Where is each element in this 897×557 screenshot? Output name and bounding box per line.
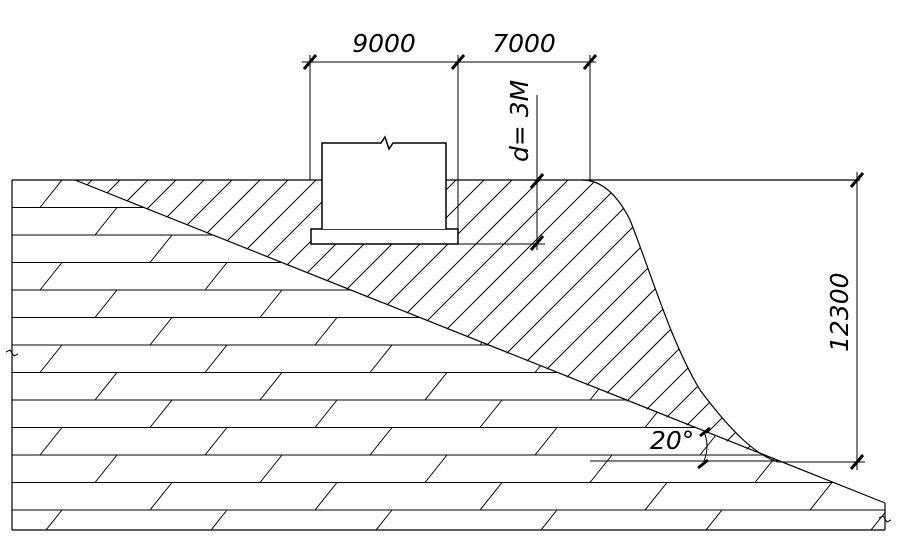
slope-angle-label: 20° <box>650 426 694 455</box>
strata-joint <box>39 344 63 373</box>
ground-outline <box>5 179 892 531</box>
strata-joint <box>259 207 283 236</box>
fill-hatch <box>0 160 897 557</box>
hatch-line <box>75 180 337 462</box>
offset-to-crest-label: 7000 <box>492 29 556 58</box>
hatch-line <box>0 160 28 557</box>
strata-joint <box>644 482 668 511</box>
strata-joint <box>754 454 778 483</box>
strata-joint <box>94 289 118 318</box>
strata-joint <box>754 289 778 318</box>
hatch-line <box>607 180 778 462</box>
strata-joint <box>644 317 668 346</box>
strata-joint <box>369 509 393 530</box>
strata-joint <box>479 482 503 511</box>
strata-joint <box>699 180 723 208</box>
embedment-depth-label: d= 3M <box>505 80 534 162</box>
strata-joint <box>534 509 558 530</box>
strata-joint <box>369 427 393 456</box>
strata-joint <box>479 399 503 428</box>
strata-joint <box>699 509 723 530</box>
strata-joint <box>39 262 63 291</box>
hatch-line <box>75 180 281 462</box>
hatch-line <box>579 180 778 462</box>
strata-joint <box>424 372 448 401</box>
strata-joint <box>204 344 228 373</box>
hatch-line <box>75 180 253 462</box>
strata-joint <box>534 427 558 456</box>
strata-joint <box>204 509 228 530</box>
hatch-line <box>75 180 365 462</box>
hatch-line <box>523 180 778 462</box>
slope-angle-marker <box>590 426 778 470</box>
strata-joint <box>149 482 173 511</box>
strata-joint <box>39 509 63 530</box>
strata-joint <box>424 454 448 483</box>
hatch-line <box>75 180 309 462</box>
hatch-line <box>0 160 56 557</box>
strata-joint <box>864 509 885 530</box>
strata-joint <box>864 262 885 291</box>
strata-joint <box>369 262 393 291</box>
strata-joint <box>699 262 723 291</box>
hatch-line <box>691 180 778 462</box>
hatch-line <box>635 180 778 462</box>
strata-joint <box>259 372 283 401</box>
strata-joint <box>699 344 723 373</box>
strata-joint <box>149 234 173 263</box>
strata-joint <box>94 454 118 483</box>
strata-joint <box>39 427 63 456</box>
strata-joint <box>864 344 885 373</box>
hatch-line <box>75 180 113 462</box>
hatch-line <box>75 180 197 462</box>
hatch-line <box>75 180 225 462</box>
hatch-line <box>888 160 897 557</box>
strata-joint <box>809 234 833 263</box>
depth-dimension-line <box>458 95 545 251</box>
strata-joint <box>864 180 885 208</box>
hatch-line <box>860 160 897 557</box>
strata-joint <box>809 399 833 428</box>
height-dimension-line <box>778 172 865 470</box>
strata-joint <box>259 289 283 318</box>
strata-joint <box>864 427 885 456</box>
strata-joint <box>204 427 228 456</box>
hatch-line <box>832 160 897 557</box>
hatch-line <box>804 160 897 557</box>
strata-joint <box>754 372 778 401</box>
hatch-line <box>467 180 778 462</box>
hatch-line <box>75 180 141 462</box>
foundation <box>310 135 459 245</box>
top-dimension-line <box>302 54 598 230</box>
strata-joint <box>809 482 833 511</box>
strata-joint <box>149 317 173 346</box>
hatch-line <box>75 180 169 462</box>
strata-joint <box>644 399 668 428</box>
strata-joint <box>94 372 118 401</box>
strata-joint <box>589 454 613 483</box>
strata-joint <box>259 454 283 483</box>
strata-joint <box>314 399 338 428</box>
hatch-line <box>663 180 778 462</box>
strata-joint <box>369 344 393 373</box>
hatch-line <box>747 180 778 462</box>
strata-joint <box>94 207 118 236</box>
strata-joint <box>644 234 668 263</box>
strata-joint <box>149 399 173 428</box>
strata-joint <box>314 317 338 346</box>
hatch-line <box>551 180 778 462</box>
strata-joint <box>314 482 338 511</box>
hatch-line <box>775 180 778 462</box>
strata-joint <box>39 180 63 208</box>
foundation-width-label: 9000 <box>352 29 416 58</box>
strata-joint <box>754 207 778 236</box>
hatch-line <box>75 180 85 462</box>
strata-joint <box>204 262 228 291</box>
slope-height-label: 12300 <box>825 272 854 352</box>
